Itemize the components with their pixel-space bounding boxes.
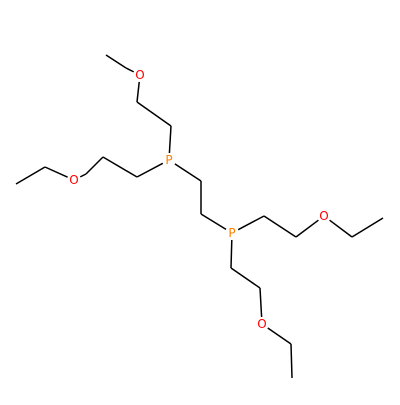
atom-label-o3: O	[319, 209, 328, 223]
atom-label-o2: O	[69, 173, 78, 187]
bond-lines	[15, 54, 384, 379]
bond-c11-p2	[200, 213, 227, 230]
bond-p2-c16	[230, 239, 233, 269]
atom-label-p2: P	[228, 226, 235, 240]
bond-o4-c18	[267, 327, 292, 345]
bond-o2-c8	[44, 166, 68, 178]
bond-c8-c9	[15, 166, 46, 185]
bond-c18-c19	[290, 343, 293, 379]
bond-c1-c2	[105, 54, 127, 69]
bond-p2-c12	[237, 215, 265, 231]
bond-c3-c4	[136, 101, 172, 127]
bond-p1-c5	[136, 162, 164, 178]
bond-c5-c6	[102, 156, 138, 178]
atom-labels: O P O P O O	[69, 68, 328, 331]
bond-o1-c3	[136, 81, 140, 103]
bond-o3-c14	[329, 219, 353, 238]
bond-c2-o1	[125, 67, 135, 73]
bond-c6-c7	[85, 156, 104, 175]
atom-label-o4: O	[257, 317, 266, 331]
bond-c12-c13	[263, 215, 297, 238]
bond-c13-o3	[295, 219, 319, 238]
atom-label-p1: P	[165, 153, 172, 167]
bond-p1-c10	[174, 163, 202, 182]
atom-label-o1: O	[135, 68, 144, 82]
bond-c16-c17	[230, 267, 261, 289]
bond-c17-o4	[259, 287, 263, 318]
bond-c4-p1	[168, 125, 172, 154]
bond-c14-c15	[351, 217, 384, 238]
bond-c7-o2	[79, 173, 87, 178]
